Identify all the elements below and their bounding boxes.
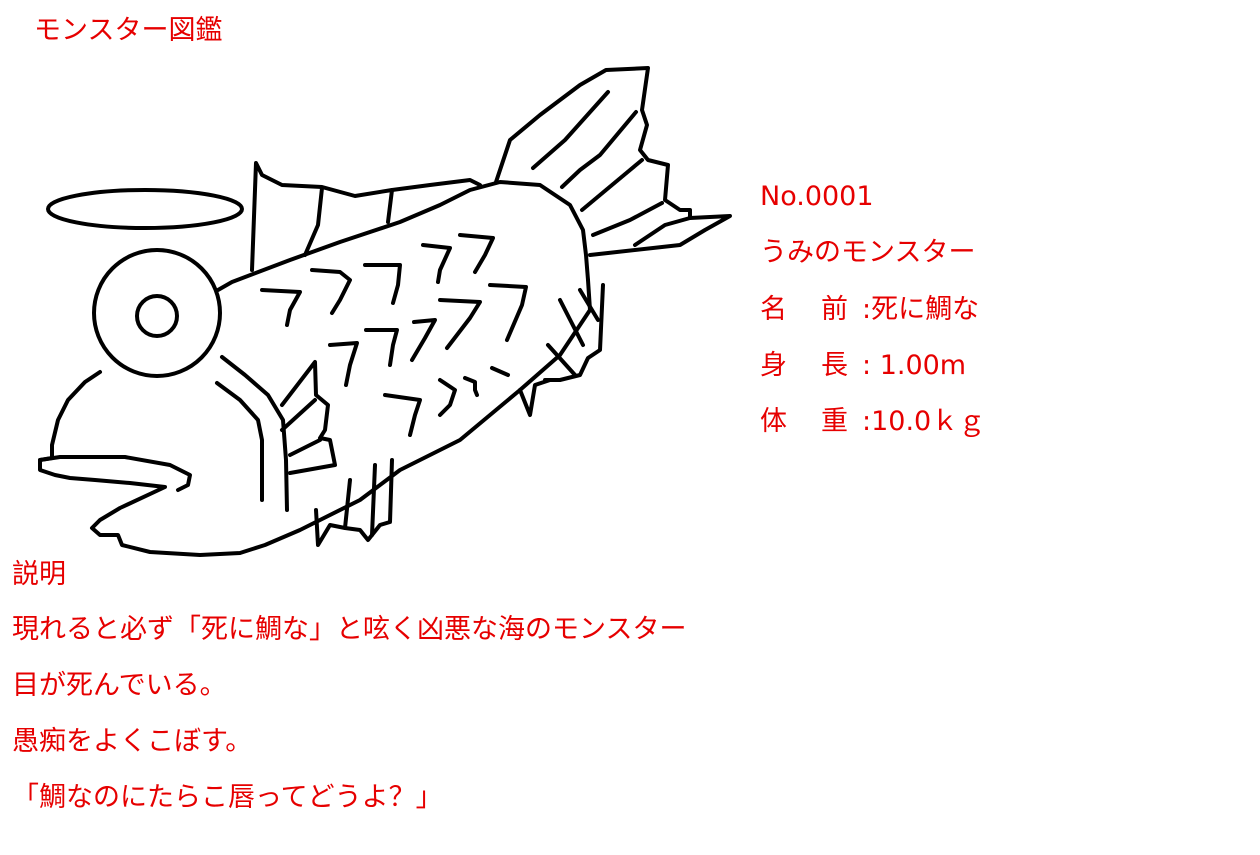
monster-number: No.0001 [760,181,874,212]
stat-label: 長 [821,350,848,381]
monster-category: うみのモンスター [760,237,976,268]
description-quote: 「鯛なのにたらこ唇ってどうよ？」 [12,782,443,813]
eye-icon [92,248,222,378]
description-heading: 説明 [12,559,66,590]
halo-icon [46,188,244,230]
stat-label: 重 [821,406,848,437]
stat-label: 前 [821,294,848,325]
stat-value: 10.0ｋｇ [871,406,986,437]
stat-label: 名 [760,294,787,325]
stat-name: 名 前:死に鯛な [760,294,979,326]
stat-value: 1.00m [871,350,967,381]
description-line: 愚痴をよくこぼす。 [12,726,253,757]
stat-separator: : [862,350,872,381]
stat-separator: : [862,294,872,325]
stat-label: 体 [760,406,787,437]
description-line: 目が死んでいる。 [12,670,227,701]
stat-value: 死に鯛な [871,294,980,325]
monster-illustration [38,66,732,557]
stat-label: 身 [760,350,787,381]
description-line: 現れると必ず「死に鯛な」と呟く凶悪な海のモンスター [12,614,687,645]
page-title: モンスター図鑑 [34,15,223,46]
stat-weight: 体 重:10.0ｋｇ [760,406,985,438]
stat-separator: : [862,406,872,437]
stat-height: 身 長: 1.00m [760,350,966,382]
